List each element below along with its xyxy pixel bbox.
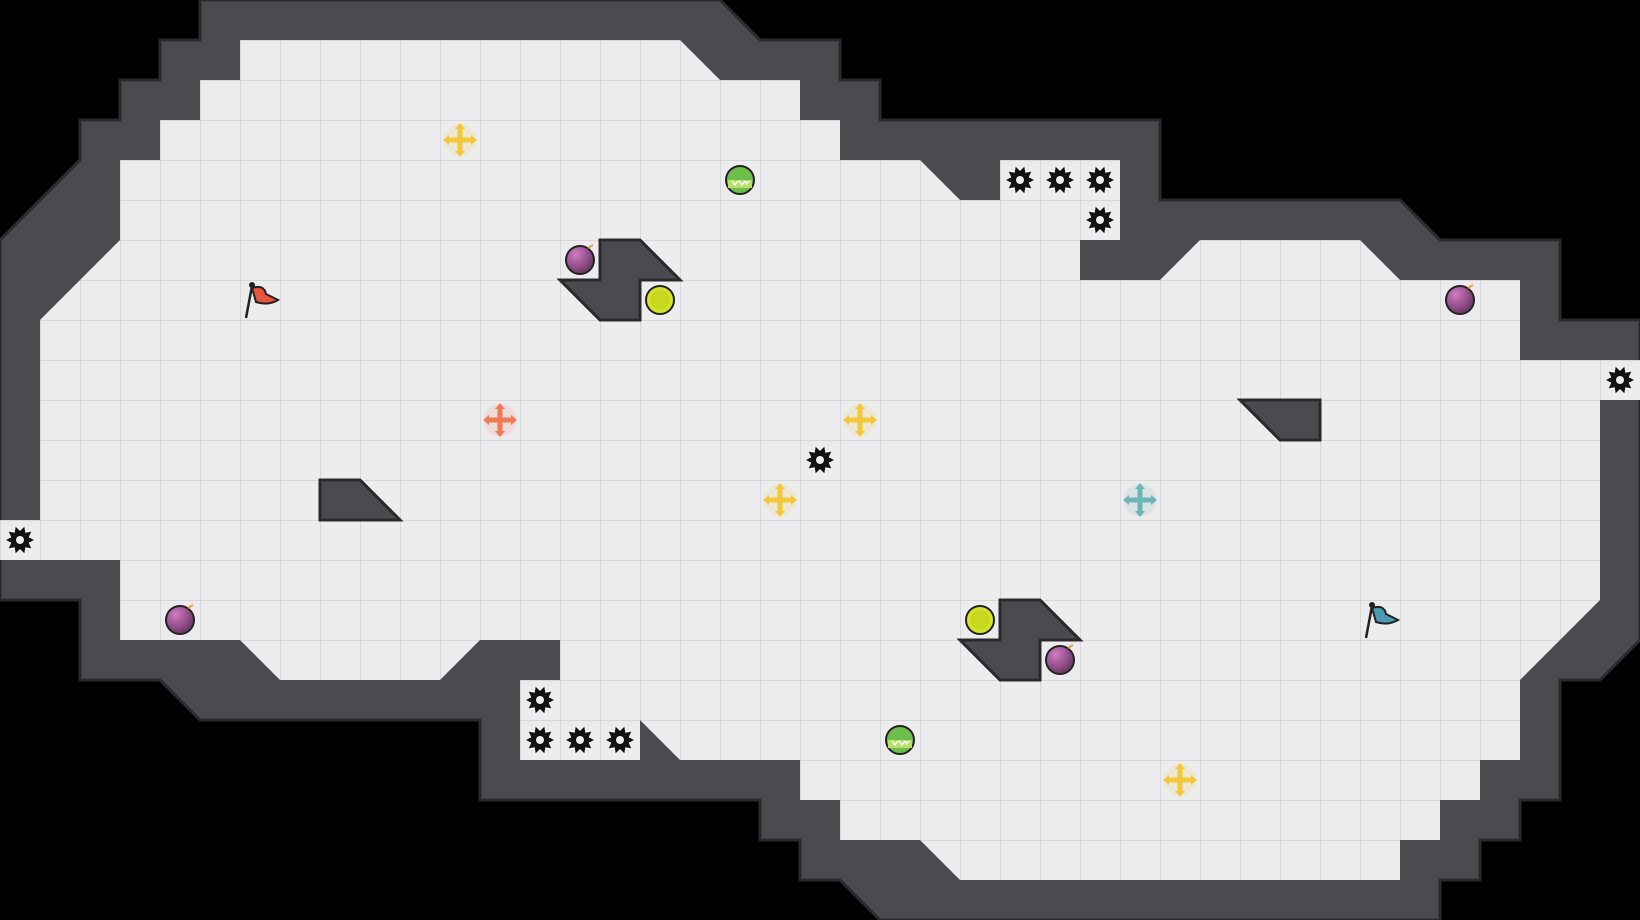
boost-icon — [1163, 763, 1197, 797]
spike-icon — [6, 526, 34, 554]
spike-icon — [1086, 166, 1114, 194]
spike-icon — [1086, 206, 1114, 234]
bomb-icon — [165, 604, 195, 635]
speed-pad-icon — [725, 165, 755, 195]
spike-icon — [1006, 166, 1034, 194]
spike-icon — [566, 726, 594, 754]
spike-icon — [526, 726, 554, 754]
boost-icon — [763, 483, 797, 517]
wall-block-upper — [556, 238, 684, 322]
red-flag-icon — [244, 282, 281, 319]
wall-block-right — [1236, 398, 1322, 442]
spike-icon — [1606, 366, 1634, 394]
wall-block-left — [318, 478, 404, 522]
gate-button-icon — [965, 605, 995, 635]
gate-button-icon — [645, 285, 675, 315]
boost-icon — [843, 403, 877, 437]
entities-layer — [6, 123, 1634, 797]
bomb-icon — [1045, 644, 1075, 675]
spike-icon — [526, 686, 554, 714]
spike-icon — [806, 446, 834, 474]
bomb-icon — [565, 244, 595, 275]
blue-flag-icon — [1364, 602, 1401, 639]
boost-icon — [483, 403, 517, 437]
spike-icon — [1046, 166, 1074, 194]
boost-icon — [443, 123, 477, 157]
boost-icon — [1123, 483, 1157, 517]
speed-pad-icon — [885, 725, 915, 755]
spike-icon — [606, 726, 634, 754]
bomb-icon — [1445, 284, 1475, 315]
wall-block-lower — [956, 598, 1084, 682]
